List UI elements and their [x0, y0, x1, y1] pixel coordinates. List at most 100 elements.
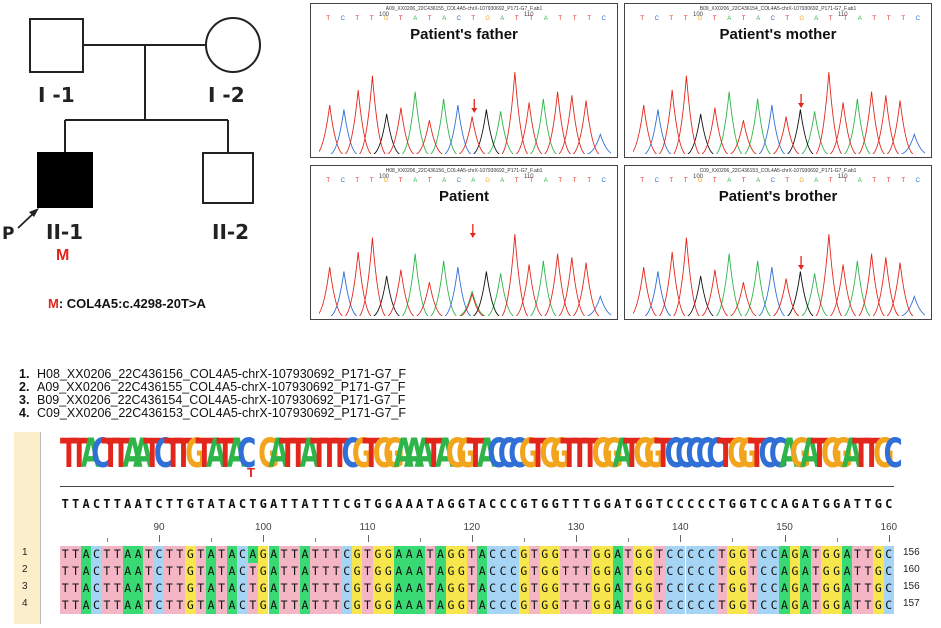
- aligned-base: G: [518, 580, 530, 597]
- aligned-base: A: [435, 597, 446, 614]
- consensus-base: G: [447, 497, 455, 511]
- aligned-base: G: [445, 597, 457, 614]
- base-call: T: [326, 16, 331, 22]
- logo-letter: G: [445, 431, 468, 478]
- aligned-base: A: [841, 563, 853, 580]
- aligned-base: T: [654, 580, 665, 597]
- aligned-base: T: [278, 546, 290, 563]
- aligned-base: A: [404, 597, 415, 614]
- aligned-base: A: [247, 546, 259, 563]
- logo-letter: C: [487, 431, 507, 478]
- aligned-base: T: [622, 580, 634, 597]
- base-call: A: [442, 16, 447, 22]
- aligned-base: T: [101, 563, 113, 580]
- aligned-base: C: [664, 563, 676, 580]
- aligned-base: T: [862, 580, 874, 597]
- consensus-base: A: [416, 497, 424, 511]
- aligned-base: T: [810, 580, 822, 597]
- base-call: A: [413, 16, 418, 22]
- logo-letter: T: [289, 431, 308, 478]
- base-call: T: [355, 16, 360, 22]
- label-I-1: I -1: [38, 83, 75, 107]
- aligned-base: C: [706, 580, 717, 597]
- aligned-base: G: [643, 597, 655, 614]
- aligned-base: T: [70, 580, 81, 597]
- aligned-base: A: [205, 597, 217, 614]
- base-call: T: [558, 16, 563, 22]
- aligned-base: A: [268, 597, 279, 614]
- base-call: T: [471, 16, 476, 22]
- consensus-base: C: [499, 497, 507, 511]
- aligned-base: C: [497, 546, 509, 563]
- trace-T: [633, 72, 914, 154]
- aligned-base: C: [341, 546, 352, 563]
- ruler-tick: [576, 535, 578, 542]
- aligned-base: T: [164, 563, 175, 580]
- consensus-base: A: [436, 497, 445, 511]
- aligned-base: T: [289, 597, 300, 614]
- aligned-base: G: [445, 546, 457, 563]
- base-call: C: [770, 178, 775, 184]
- aligned-base: G: [185, 597, 196, 614]
- aligned-base: C: [758, 580, 769, 597]
- logo-letter: T: [810, 431, 829, 478]
- ruler-tick-label: 110: [359, 522, 376, 533]
- aligned-base: T: [466, 597, 477, 614]
- panel-file-name: A09_XX0206_22C436155_COL4A5-chrX-1079306…: [385, 6, 543, 12]
- aligned-base: T: [654, 546, 665, 563]
- aligned-base: A: [226, 563, 238, 580]
- base-call: T: [683, 178, 688, 184]
- ruler-tick: [680, 535, 682, 542]
- aligned-base: G: [383, 597, 394, 614]
- aligned-base: A: [122, 563, 133, 580]
- ruler-tick-label: 100: [254, 522, 272, 533]
- consensus-base: C: [760, 497, 768, 511]
- consensus-base: G: [593, 497, 601, 511]
- aligned-base: G: [643, 580, 655, 597]
- consensus-base: T: [864, 497, 872, 511]
- aligned-base: T: [164, 546, 175, 563]
- consensus-base: C: [92, 497, 101, 511]
- trace-C: [330, 266, 611, 316]
- panel-pos-110: 110: [838, 174, 848, 180]
- aligned-base: G: [789, 563, 801, 580]
- aligned-base: C: [91, 563, 102, 580]
- logo-letter: T: [654, 431, 672, 478]
- aligned-base: T: [174, 580, 186, 597]
- consensus-base: A: [228, 497, 236, 511]
- aligned-base: T: [362, 546, 373, 563]
- aligned-base: C: [487, 597, 498, 614]
- aligned-base: T: [852, 597, 863, 614]
- aligned-base: G: [591, 597, 603, 614]
- aligned-base: G: [727, 580, 738, 597]
- ruler-minor-tick: [211, 538, 213, 542]
- logo-letter: T: [195, 431, 214, 478]
- aligned-base: A: [779, 563, 790, 580]
- aligned-base: T: [247, 580, 259, 597]
- base-call: A: [543, 178, 548, 184]
- aligned-base: A: [80, 580, 92, 597]
- aligned-base: A: [80, 597, 92, 614]
- aligned-base: T: [195, 597, 206, 614]
- panel-pos-100: 100: [379, 174, 390, 180]
- aligned-base: G: [383, 580, 394, 597]
- logo-letter: T: [174, 431, 193, 478]
- aligned-base: T: [60, 563, 71, 580]
- logo-letter: G: [351, 431, 374, 478]
- logo-letter: G: [518, 431, 541, 478]
- aligned-base: G: [258, 597, 269, 614]
- aligned-base: A: [80, 546, 92, 563]
- aligned-base: G: [737, 546, 749, 563]
- base-call: T: [398, 16, 403, 22]
- consensus-base: G: [791, 497, 799, 511]
- pedigree-affected-male-II-1: [37, 152, 93, 208]
- aligned-base: A: [841, 546, 853, 563]
- base-call: T: [640, 16, 645, 22]
- aligned-base: C: [508, 580, 519, 597]
- aligned-base: G: [518, 546, 530, 563]
- base-call: T: [427, 16, 432, 22]
- aligned-base: A: [268, 580, 279, 597]
- base-call: C: [915, 178, 920, 184]
